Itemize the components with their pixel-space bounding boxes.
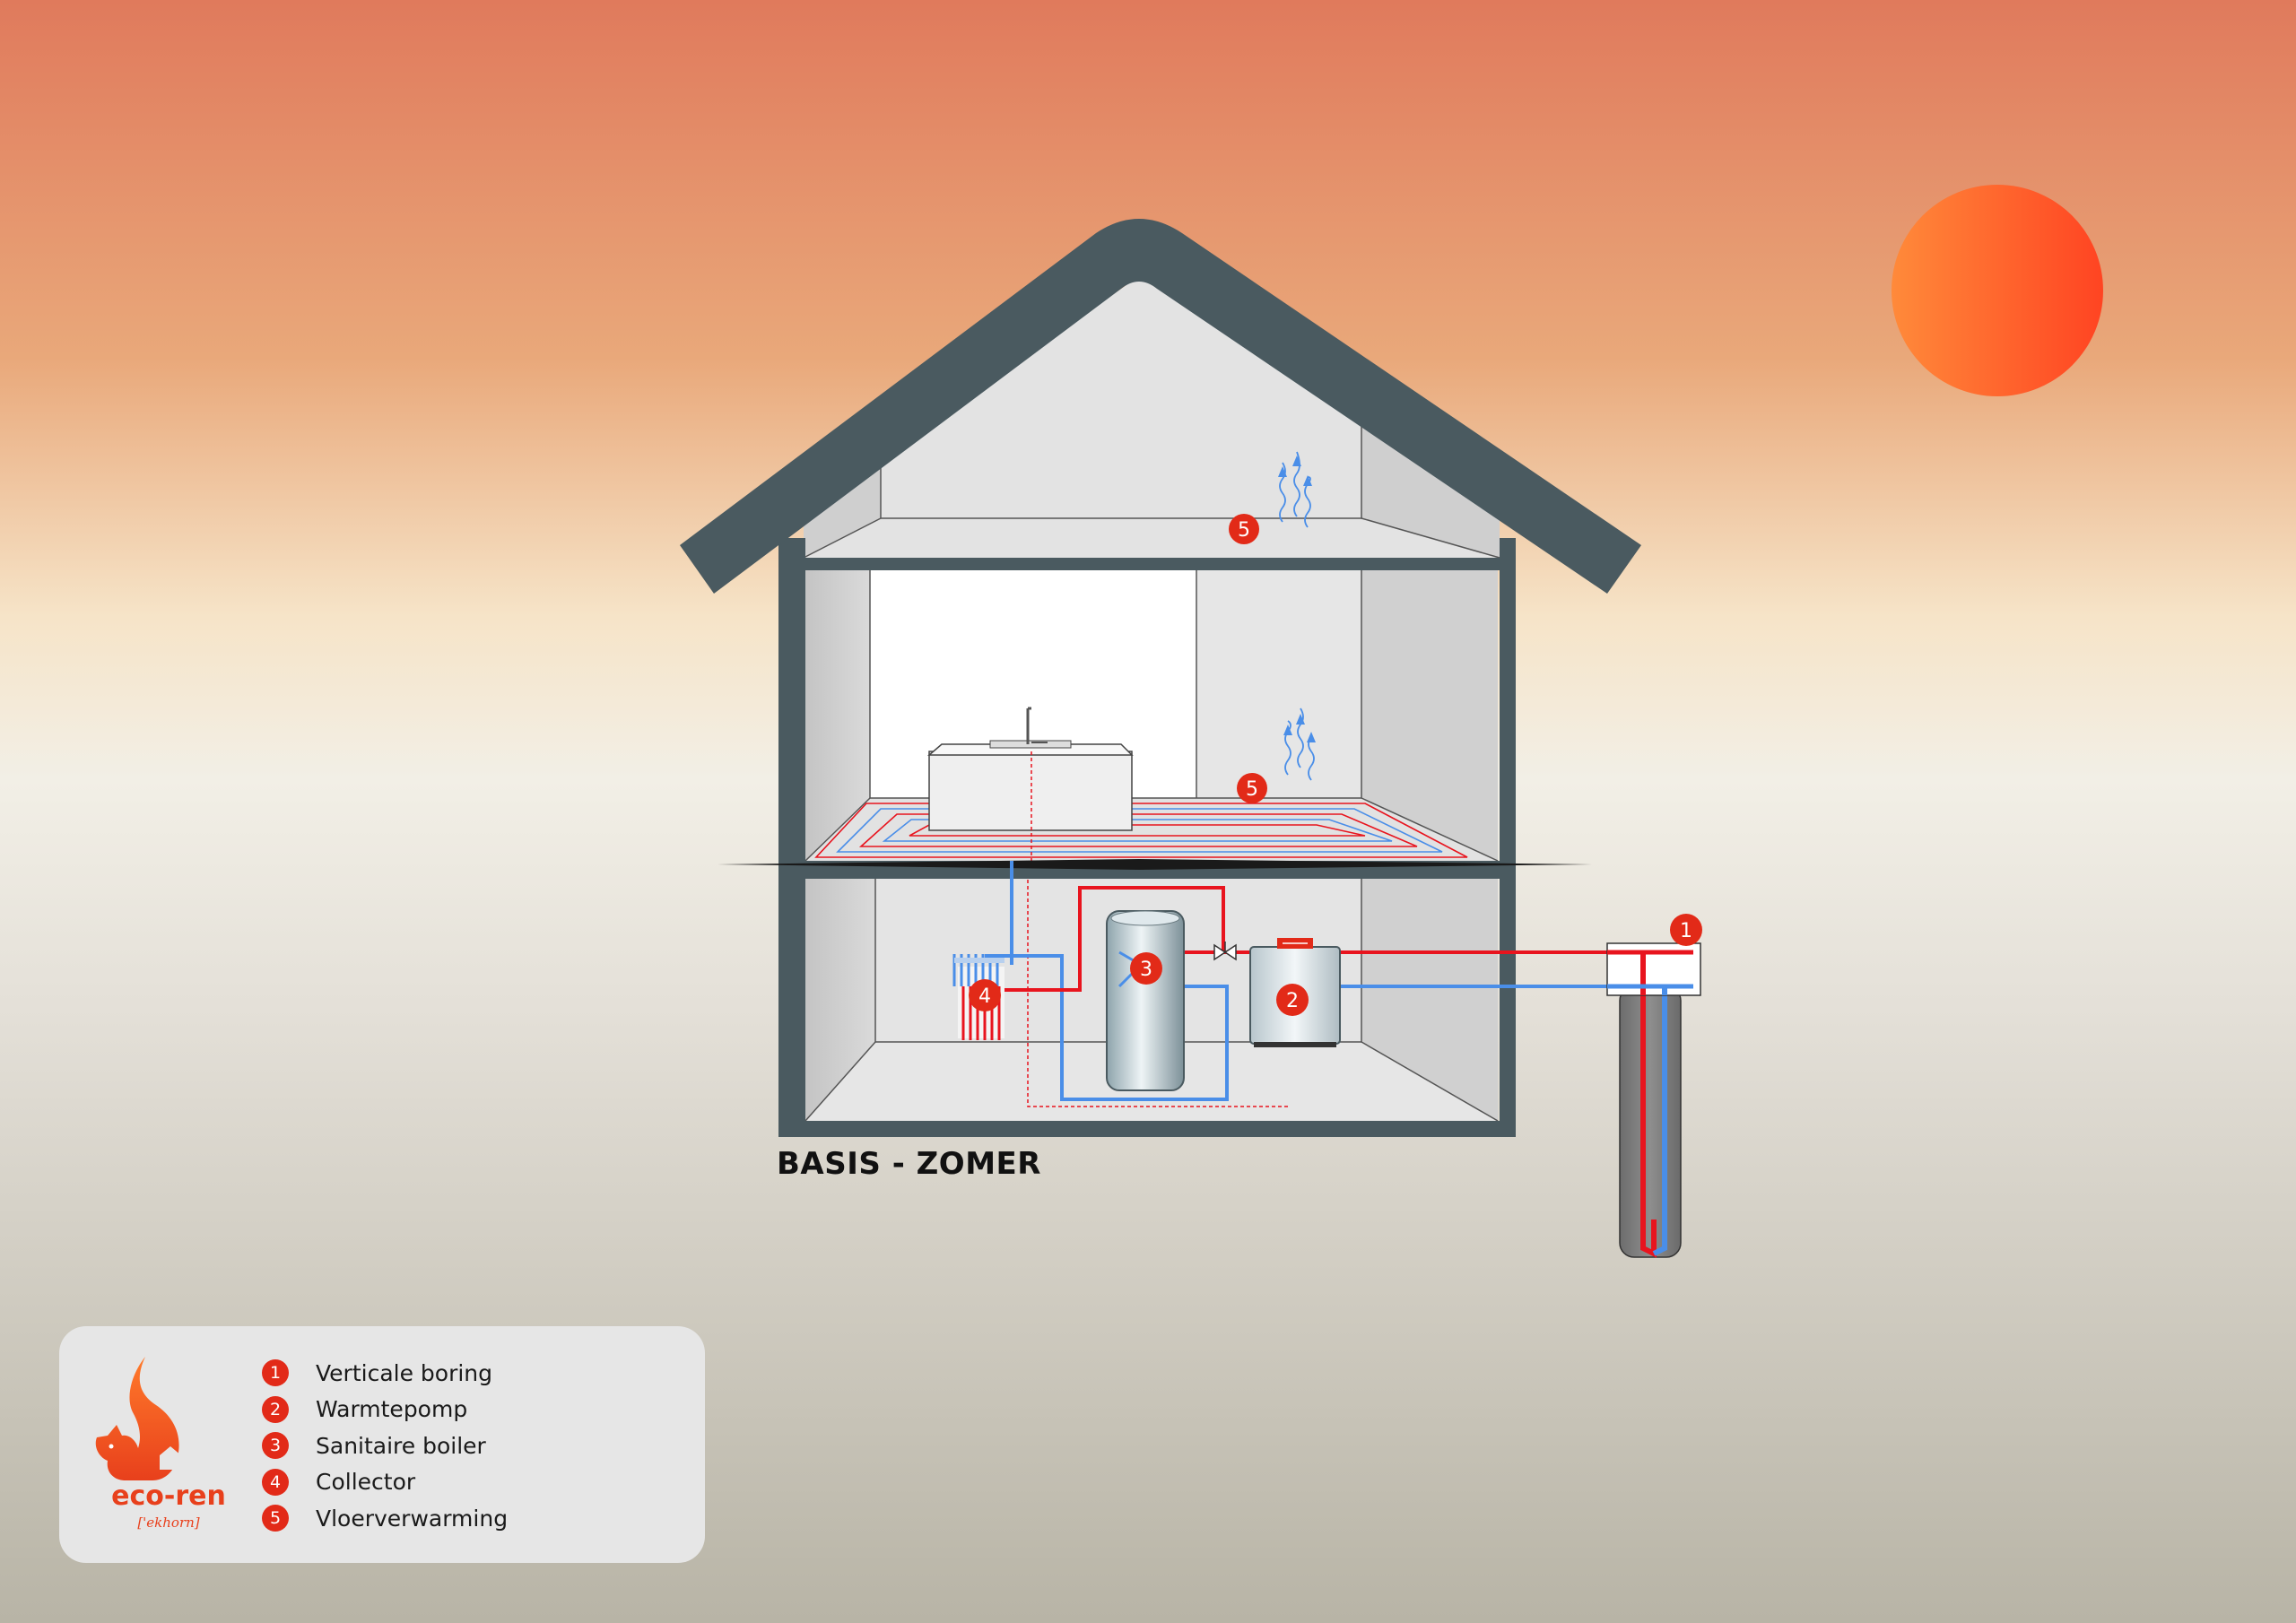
hot-pipe-loop (985, 886, 1225, 992)
legend-label: Vloerverwarming (316, 1505, 509, 1532)
legend-list: 1 Verticale boring 2 Warmtepomp 3 Sanita… (262, 1355, 508, 1537)
squirrel-logo-icon (95, 1357, 181, 1480)
roof (680, 219, 1641, 594)
legend-panel: eco-ren ['ekhorn] 1 Verticale boring 2 W… (59, 1326, 705, 1563)
svg-text:3: 3 (1140, 959, 1152, 981)
legend-item: 5 Vloerverwarming (262, 1500, 508, 1537)
legend-label: Verticale boring (316, 1359, 493, 1386)
ground-room-right-wall (1361, 879, 1498, 1121)
legend-item: 1 Verticale boring (262, 1355, 508, 1392)
house (680, 219, 1641, 1137)
svg-text:5: 5 (1246, 778, 1258, 801)
attic-right-wall (1361, 421, 1500, 558)
legend-item: 3 Sanitaire boiler (262, 1428, 508, 1464)
valve-icon (1213, 942, 1237, 961)
legend-number-badge: 2 (262, 1395, 289, 1423)
diagram-caption: BASIS - ZOMER (777, 1146, 1041, 1182)
marker-borehole: 1 (1670, 914, 1702, 946)
svg-text:1: 1 (1680, 920, 1692, 942)
upper-room-right-wall (1361, 570, 1498, 861)
legend-item: 4 Collector (262, 1464, 508, 1501)
attic-left-wall (804, 464, 881, 558)
upper-room-left-wall (805, 570, 870, 861)
sun-icon (1892, 185, 2103, 396)
legend-number-badge: 3 (262, 1432, 289, 1460)
attic-interior (804, 276, 1500, 558)
svg-text:4: 4 (978, 985, 991, 1008)
ground-room-left-wall (805, 879, 875, 1121)
legend-number-badge: 1 (262, 1359, 289, 1387)
legend-number-badge: 5 (262, 1505, 289, 1532)
marker-heat-pump: 2 (1276, 984, 1309, 1016)
svg-text:2: 2 (1286, 990, 1299, 1012)
legend-number-badge: 4 (262, 1468, 289, 1496)
legend-label: Collector (316, 1469, 416, 1496)
marker-boiler: 3 (1130, 952, 1162, 985)
kitchen-island (926, 707, 1134, 831)
marker-attic: 5 (1229, 514, 1259, 544)
legend-item: 2 Warmtepomp (262, 1392, 508, 1428)
svg-text:5: 5 (1238, 519, 1250, 542)
ground-line (718, 859, 1592, 870)
logo-subtitle: ['ekhorn] (137, 1515, 200, 1531)
marker-collector: 4 (969, 979, 1001, 1011)
sanitary-boiler (1106, 910, 1185, 1091)
floor-heating-coils (814, 803, 1468, 858)
logo-wordmark: eco-ren (111, 1480, 226, 1512)
attic-floor-slab (789, 558, 1507, 570)
legend-label: Sanitaire boiler (316, 1432, 486, 1459)
vertical-borehole (1606, 942, 1701, 1258)
legend-label: Warmtepomp (316, 1396, 468, 1423)
ground-dashed-loop (1027, 861, 1288, 1107)
cold-pipe-loop (985, 954, 1229, 1101)
marker-upper-floor: 5 (1237, 773, 1267, 803)
